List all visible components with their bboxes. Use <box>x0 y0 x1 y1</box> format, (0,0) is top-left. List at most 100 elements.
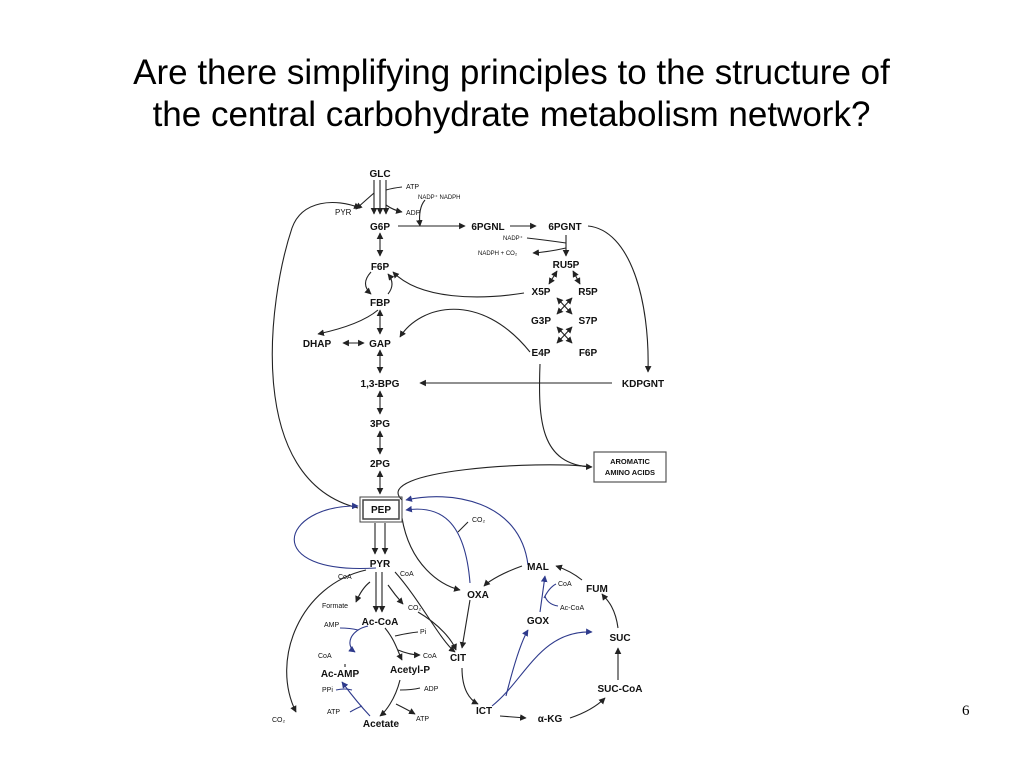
edge-fbp-dhap <box>317 309 379 336</box>
edge-gox-mal-blue <box>539 575 548 613</box>
cof-coa-acamp: CoA <box>318 653 332 660</box>
node-g3p: G3P <box>531 316 551 327</box>
cof-co2-pep: CO₂ <box>472 517 486 524</box>
edge-s7p-e4p <box>556 326 573 344</box>
node-s7p: S7P <box>579 316 598 327</box>
edge-ict-suc-blue <box>491 628 593 707</box>
node-aromatic-line2: AMINO ACIDS <box>605 468 655 477</box>
edge-pyr-cit-side <box>394 571 456 653</box>
edge-ru5p-r5p <box>572 270 581 285</box>
cof-ppi: PPi <box>322 687 333 694</box>
cof-pyr-side: PYR <box>335 208 352 217</box>
edge-fbp-f6p <box>387 273 395 295</box>
cof-coa-acetylp: CoA <box>423 653 437 660</box>
edge-pyr-co2-bottom <box>286 569 367 713</box>
node-acamp: Ac-AMP <box>321 669 360 680</box>
cof-adp-top: ADP <box>406 210 421 217</box>
node-f6p: F6P <box>371 262 390 273</box>
edge-x5p-f6p <box>392 271 525 298</box>
node-2pg: 2PG <box>370 459 390 470</box>
node-13bpg: 1,3-BPG <box>361 379 400 390</box>
cof-atp-acetate-left: ATP <box>327 709 340 716</box>
cof-atp-acetate-right: ATP <box>416 716 429 723</box>
node-aromatic-line1: AROMATIC <box>610 457 650 466</box>
slide-title-line-2: the central carbohydrate metabolism netw… <box>152 95 871 134</box>
edge-pi-in <box>394 631 419 637</box>
node-accoa: Ac-CoA <box>362 617 399 628</box>
cof-pi: Pi <box>420 629 427 636</box>
node-oxa: OXA <box>467 590 489 601</box>
node-fbp: FBP <box>370 298 390 309</box>
edge-mal-oxa <box>483 565 523 587</box>
node-akg: α-KG <box>538 714 563 725</box>
edge-pep-aromatic <box>397 464 593 501</box>
node-fum: FUM <box>586 584 608 595</box>
edge-adp-in <box>399 687 421 691</box>
cof-coa-left: CoA <box>338 574 352 581</box>
node-r5p: R5P <box>578 287 598 298</box>
edge-pyr-formate <box>355 581 371 603</box>
edge-atp-in-blue <box>349 705 363 713</box>
edge-r5p-g3p <box>556 297 573 315</box>
cof-atp-top: ATP <box>406 184 419 191</box>
node-x5p: X5P <box>532 287 551 298</box>
edge-acetylp-acetate <box>379 679 401 717</box>
edge-pyr-co2 <box>387 584 404 605</box>
node-acetylp: Acetyl-P <box>390 665 430 676</box>
cof-formate: Formate <box>322 603 348 610</box>
node-suc: SUC <box>609 633 630 644</box>
edge-nadph-out <box>532 247 567 256</box>
edge-co2-out <box>457 521 469 533</box>
page-number: 6 <box>962 703 970 719</box>
edge-mal-pep-blue <box>405 495 529 566</box>
edge-oxa-pep-blue <box>405 505 471 584</box>
edge-oxa-cit <box>459 599 471 649</box>
edge-accoa-cit <box>417 611 457 651</box>
edge-cit-ict <box>461 667 479 705</box>
cof-adp-acetate: ADP <box>424 686 439 693</box>
node-g6p: G6P <box>370 222 390 233</box>
cof-accoa-gox: Ac-CoA <box>560 605 584 612</box>
cof-co2-bottom: CO₂ <box>272 717 286 724</box>
edge-pyr-side <box>355 192 375 210</box>
cof-co2-pyr: CO₂ <box>408 605 422 612</box>
node-cit: CIT <box>450 653 466 664</box>
cof-coa-right: CoA <box>400 571 414 578</box>
cof-amp: AMP <box>324 622 340 629</box>
cof-nadp: NADP⁺ <box>503 235 523 242</box>
edge-accoa-acamp <box>348 625 369 653</box>
edge-6pgnt-kdpgnt <box>587 225 652 373</box>
edge-atp-out <box>395 703 416 715</box>
node-ict: ICT <box>476 706 492 717</box>
edge-nadp-in <box>526 237 567 244</box>
node-3pg: 3PG <box>370 419 390 430</box>
edge-akg-succoa <box>569 697 606 719</box>
pep-box-outer <box>359 496 403 523</box>
edge-accoa-acetylp <box>384 627 403 661</box>
node-6pgnt: 6PGNT <box>548 222 581 233</box>
node-dhap: DHAP <box>303 339 332 350</box>
edge-acetate-acamp <box>341 681 371 717</box>
node-mal: MAL <box>527 562 549 573</box>
edge-e4p-aromatic <box>538 363 593 471</box>
cof-coa-mal: CoA <box>558 581 572 588</box>
node-kdpgnt: KDPGNT <box>622 379 664 390</box>
edge-coa-out <box>397 649 421 659</box>
node-f6p-ppp: F6P <box>579 348 598 359</box>
edge-fum-mal <box>555 564 583 581</box>
edge-ru5p-x5p <box>548 270 558 285</box>
node-gox: GOX <box>527 616 550 627</box>
node-gap: GAP <box>369 339 391 350</box>
node-succoa: SUC-CoA <box>598 684 643 695</box>
edge-e4p-gap <box>399 308 531 353</box>
edge-ict-akg <box>499 714 527 721</box>
edge-accoa-loop <box>544 595 559 607</box>
edge-pyr-pep-blue <box>293 502 377 570</box>
node-e4p: E4P <box>532 348 551 359</box>
cof-nadph-co2: NADPH + CO₂ <box>478 251 518 257</box>
edge-suc-fum <box>601 593 619 629</box>
node-glc: GLC <box>369 169 390 180</box>
slide-title-line-1: Are there simplifying principles to the … <box>133 53 890 92</box>
